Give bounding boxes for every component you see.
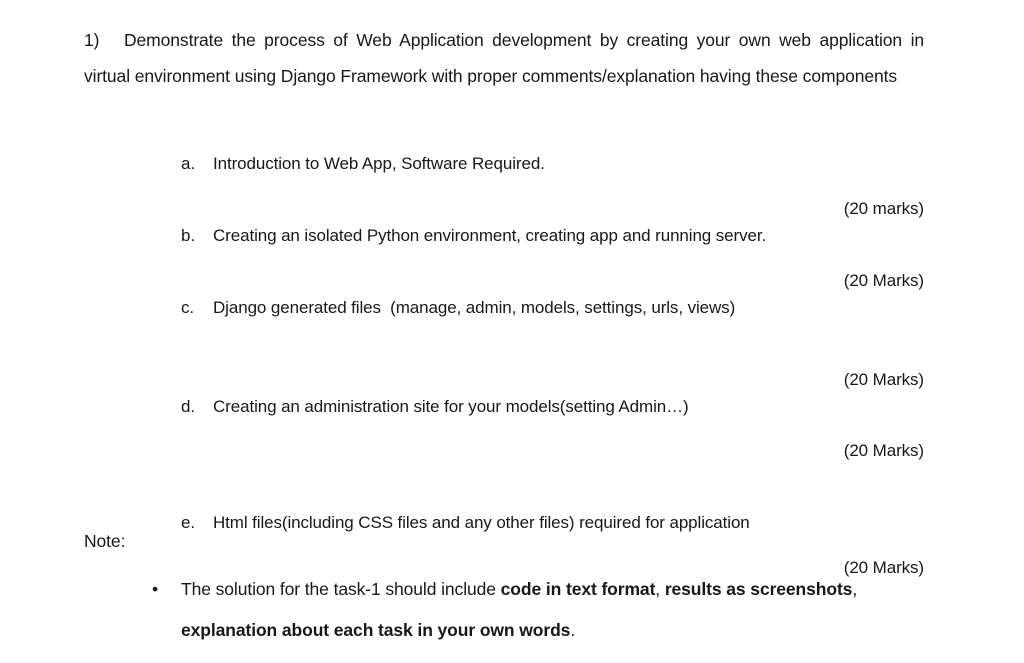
note-sep-2: ,	[852, 579, 858, 599]
task-list: a. Introduction to Web App, Software Req…	[181, 150, 924, 581]
spacer-a	[181, 177, 924, 195]
note-list: • The solution for the task-1 should incl…	[152, 569, 924, 651]
note-bold-code: code in text format	[500, 579, 656, 599]
spacer-c	[181, 321, 924, 366]
task-row-e: e. Html files(including CSS files and an…	[181, 464, 924, 581]
note-lead-text: The solution for the task-1 should inclu…	[181, 579, 501, 599]
list-item: a. Introduction to Web App, Software Req…	[181, 150, 924, 177]
task-text-c: Django generated files (manage, admin, m…	[213, 298, 736, 317]
task-marker-a: a.	[181, 154, 195, 173]
marks-a: (20 marks)	[843, 199, 924, 218]
list-item: e. Html files(including CSS files and an…	[181, 509, 924, 536]
spacer-e-top	[181, 464, 924, 509]
task-marker-d: d.	[181, 397, 195, 416]
question-block: 1)Demonstrate the process of Web Applica…	[84, 22, 924, 94]
spacer-d	[181, 420, 924, 437]
note-trailing: .	[570, 620, 576, 640]
note-label: Note:	[84, 531, 126, 551]
question-number: 1)	[84, 30, 100, 50]
marks-c: (20 Marks)	[843, 370, 924, 389]
note-sep-1: ,	[655, 579, 665, 599]
question-text: Demonstrate the process of Web Applicati…	[84, 30, 924, 86]
task-row-a: a. Introduction to Web App, Software Req…	[181, 150, 924, 222]
task-text-d: Creating an administration site for your…	[213, 397, 689, 416]
task-marker-b: b.	[181, 226, 195, 245]
task-text-e: Html files(including CSS files and any o…	[213, 513, 750, 532]
marks-d: (20 Marks)	[843, 441, 924, 460]
list-item: • The solution for the task-1 should incl…	[152, 569, 924, 651]
marks-b: (20 Marks)	[843, 271, 924, 290]
list-item: d. Creating an administration site for y…	[181, 393, 924, 420]
task-row-c: c. Django generated files (manage, admin…	[181, 294, 924, 393]
spacer-b	[181, 249, 924, 267]
task-marker-e: e.	[181, 513, 195, 532]
note-bold-explanation: explanation about each task in your own …	[181, 620, 571, 640]
list-item: b. Creating an isolated Python environme…	[181, 222, 924, 249]
marks-e: (20 Marks)	[843, 558, 924, 577]
spacer-e	[181, 536, 924, 554]
task-row-d: d. Creating an administration site for y…	[181, 393, 924, 464]
note-bold-results: results as screenshots	[664, 579, 853, 599]
bullet-icon: •	[152, 579, 159, 599]
list-item: c. Django generated files (manage, admin…	[181, 294, 924, 321]
task-text-a: Introduction to Web App, Software Requir…	[213, 154, 545, 173]
task-text-b: Creating an isolated Python environment,…	[213, 226, 767, 245]
question-paragraph: 1)Demonstrate the process of Web Applica…	[84, 22, 924, 94]
task-row-b: b. Creating an isolated Python environme…	[181, 222, 924, 294]
task-marker-c: c.	[181, 298, 195, 317]
